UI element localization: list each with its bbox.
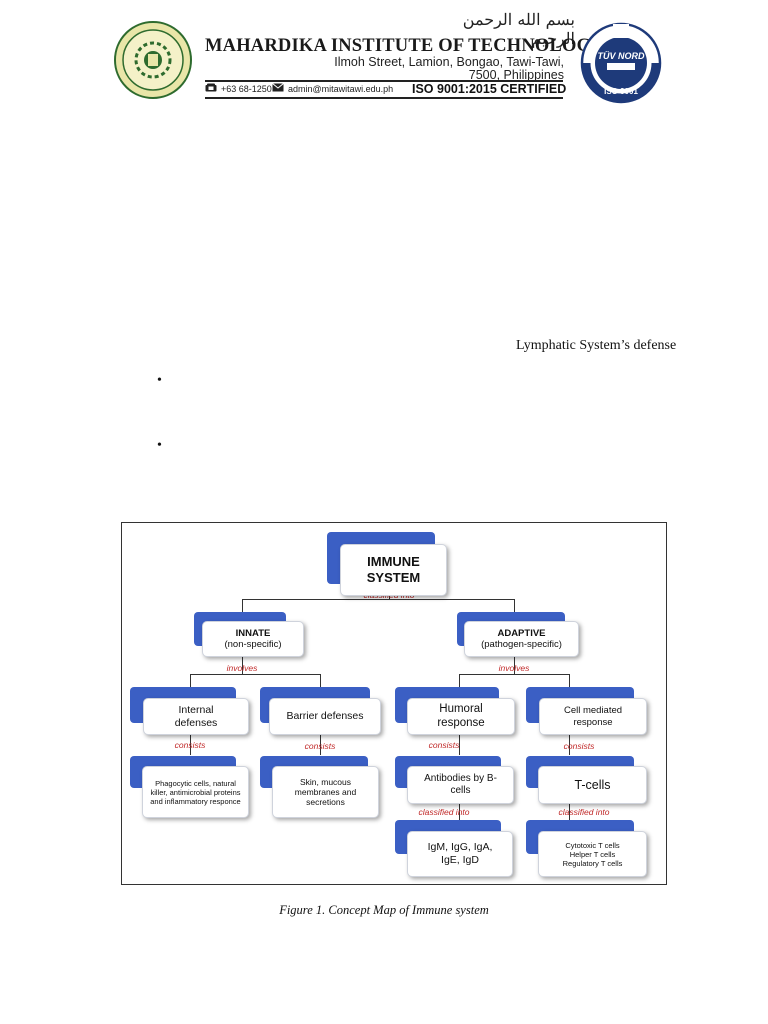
phone-icon [205,83,217,94]
link-label-consists: consists [304,741,336,751]
node-adaptive-subtitle: (pathogen-specific) [481,639,562,650]
edge-innate-down [242,653,243,674]
lymphatic-defense-text: Lymphatic System’s defense [516,338,677,353]
node-tcell-types-line1: Cytotoxic T cells [565,840,620,850]
node-innate-title: INNATE [235,627,271,639]
node-tcell-types-line2: Helper T cells [569,849,616,859]
node-skin-text: Skin, mucous membranes and secretions [294,776,357,808]
phone-number: +63 68-1250 [221,83,272,94]
envelope-icon [272,83,284,94]
node-internal-line2: defenses [174,716,218,729]
edge-level1-horizontal [242,599,514,600]
iso-logo-text: ISO 9001 [604,87,638,96]
node-cell-mediated-line1: Cell mediated [563,705,623,717]
link-label-consists: consists [563,741,595,751]
edge-to-barrier [320,674,321,687]
edge-adaptive-branch [459,674,569,675]
header-rule-top [205,80,563,82]
node-innate-subtitle: (non-specific) [224,639,282,650]
edge-to-internal [190,674,191,687]
link-label-involves: involves [226,663,258,673]
figure-caption: Figure 1. Concept Map of Immune system [279,903,489,917]
phone-contact: +63 68-1250 [205,83,272,94]
edge-innate-branch [190,674,320,675]
tuv-nord-certification-logo: TÜV NORD ISO 9001 [580,22,662,104]
edge-humoral-down [459,735,460,755]
node-tcell-types-line3: Regulatory T cells [562,858,623,868]
link-label-involves: involves [498,663,530,673]
header-rule-bottom [205,97,563,99]
link-label-consists: consists [174,740,206,750]
iso-certification: ISO 9001:2015 CERTIFIED [412,82,567,96]
link-label-consists: consists [428,740,460,750]
node-humoral-line1: Humoral [439,702,483,715]
node-immune-line2: SYSTEM [366,570,421,585]
edge-cell-mediated-down [569,735,570,755]
node-igs-line2: IgE, IgD [441,854,479,866]
node-immune-line1: IMMUNE [367,554,420,570]
node-barrier-label: Barrier defenses [286,710,364,723]
edge-to-innate [242,599,243,617]
address-line-1: Ilmoh Street, Lamion, Bongao, Tawi-Tawi, [334,55,564,69]
edge-antibodies-down [459,801,460,820]
edge-to-adaptive [514,599,515,617]
link-label-classified-into: classified into [418,807,470,817]
bullet-point-1: • [157,373,162,388]
node-humoral-line2: response [437,716,485,729]
bismillah-calligraphy: بسم الله الرحمن الرحيم [462,10,575,48]
institution-seal-logo [108,20,198,100]
node-phagocytic-text: Phagocytic cells, natural killer, antimi… [150,778,241,806]
edge-to-humoral [459,674,460,687]
tuv-logo-text: TÜV NORD [598,51,646,61]
concept-map-figure: classified into involves involves consis… [121,522,667,885]
bullet-point-2: • [157,438,162,453]
node-antibodies-text: Antibodies by B-cells [424,773,497,796]
email-address: admin@mitawitawi.edu.ph [288,83,394,94]
institution-name: MAHARDIKA INSTITUTE OF TECHNOLOGY, INC. [205,36,653,56]
node-adaptive-title: ADAPTIVE [497,627,546,639]
node-tcells-text: T-cells [574,777,611,792]
edge-tcells-down [569,801,570,820]
address-line-2: 7500, Philippines [468,68,564,82]
edge-to-cell-mediated [569,674,570,687]
node-internal-line1: Internal [178,703,214,716]
edge-adaptive-down [514,653,515,674]
edge-internal-down [190,735,191,755]
node-igs-line1: IgM, IgG, IgA, [427,841,493,854]
node-cell-mediated-line2: response [573,716,613,728]
edge-barrier-down [320,735,321,755]
email-contact: admin@mitawitawi.edu.ph [272,83,393,94]
link-label-classified-into: classified into [558,807,610,817]
